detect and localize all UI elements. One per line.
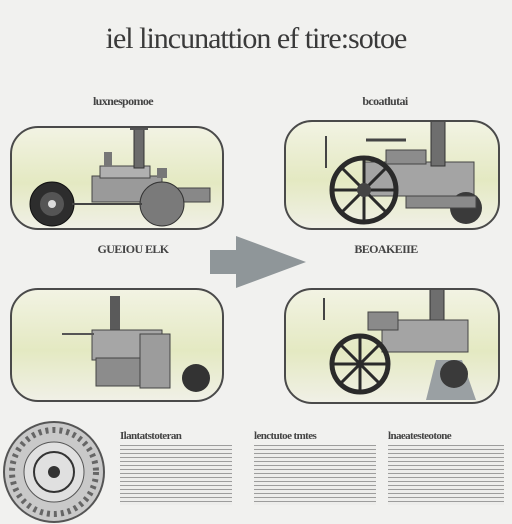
column-title-1: Ilantatstoteran — [120, 430, 182, 442]
panel-bottom-left — [10, 288, 224, 402]
panel-top-right — [284, 120, 500, 230]
locomotive-engine-illustration — [323, 290, 476, 400]
panel-top-left — [10, 126, 224, 230]
panel-label-bottom-left: GUEIOU ELK — [97, 242, 169, 256]
panel-label-bottom-right: BEOAKEIIE — [354, 242, 418, 256]
wheel-diagram-icon — [3, 421, 105, 523]
steam-engine-illustration — [29, 128, 211, 227]
text-block-2 — [254, 445, 376, 505]
panel-bottom-right — [284, 288, 500, 404]
traction-engine-illustration — [325, 122, 482, 225]
panel-label-top-right: bcoatlutai — [362, 94, 408, 108]
text-block-3 — [388, 445, 504, 505]
column-title-2: lenctutoe tmtes — [254, 430, 317, 442]
arrow-right-icon — [210, 236, 306, 288]
boiler-illustration — [62, 296, 210, 392]
page-title: iel lincunattion ef tire:sotoe — [105, 22, 408, 55]
panel-label-top-left: luxnespomoe — [92, 94, 154, 108]
text-block-1 — [120, 445, 232, 505]
column-title-3: lnaeatesteotone — [388, 430, 452, 442]
